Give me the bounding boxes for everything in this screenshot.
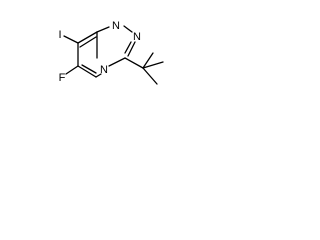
bond-n2-c3-double [124, 41, 132, 54]
atom-labels: N N N I F [58, 20, 141, 84]
bond-c7-i [63, 35, 79, 44]
atom-n1-label: N [112, 20, 120, 32]
bonds [63, 25, 164, 85]
bond-c5-n4 [95, 73, 102, 78]
bond-c3-cq [124, 57, 144, 69]
bond-c8a-n1 [96, 26, 110, 33]
bond-c6-f [65, 65, 79, 75]
bond-c6-c5-double [81, 64, 97, 74]
atom-fluorine-label: F [59, 72, 66, 84]
atom-n2-label: N [133, 31, 141, 43]
atom-n4-label: N [100, 64, 108, 76]
bond-c7-c8a [77, 31, 98, 44]
chemical-structure: N N N I F [58, 20, 164, 85]
bond-c6-c5 [77, 65, 97, 78]
bond-cq-me2 [142, 67, 158, 85]
bond-cq-me3 [142, 52, 154, 69]
atom-iodine-label: I [58, 29, 61, 41]
bond-c3-n4 [108, 57, 126, 67]
bond-n2-c3 [127, 41, 136, 57]
bond-c7-c8a-double [79, 36, 97, 48]
bond-n1-n2 [123, 25, 133, 33]
bond-cq-me1 [142, 61, 164, 69]
